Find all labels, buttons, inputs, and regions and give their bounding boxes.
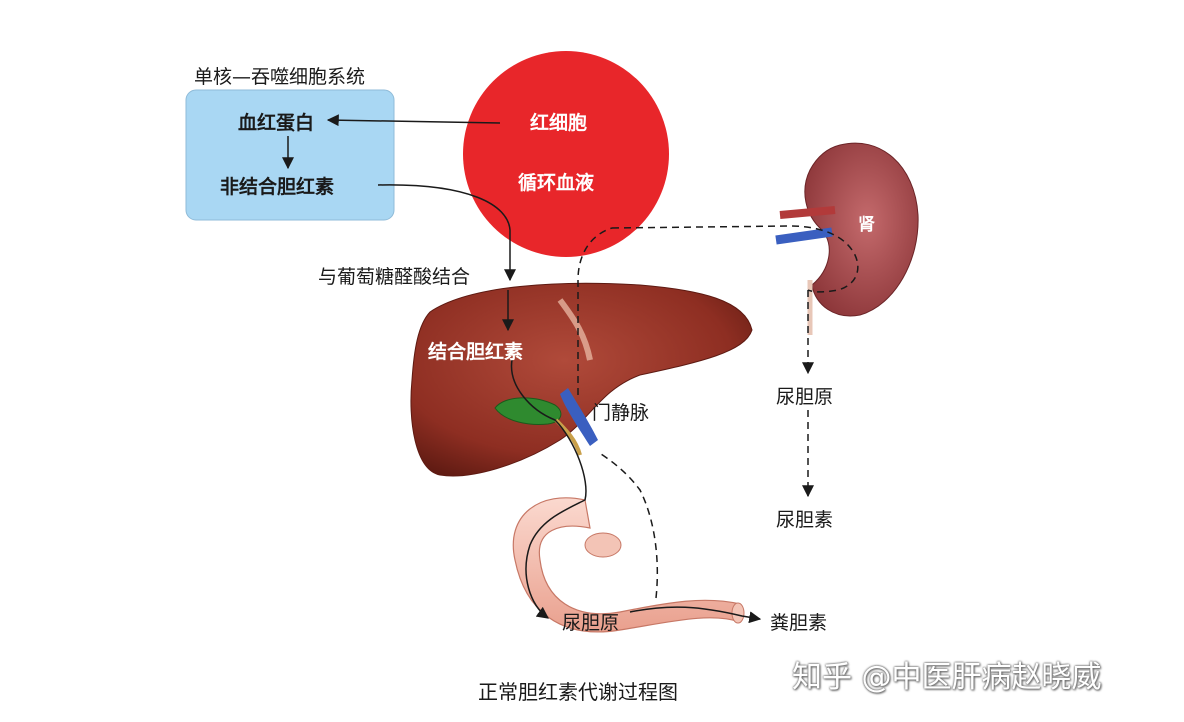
- arrow-rbc-to-hemoglobin: [326, 114, 501, 127]
- mps-title: 单核—吞噬细胞系统: [194, 66, 366, 88]
- blood-circle: [463, 51, 669, 257]
- liver-shape: [410, 282, 753, 477]
- gallbladder-shape: [494, 397, 562, 425]
- figure-caption: 正常胆红素代谢过程图: [478, 680, 678, 704]
- dashed-blood-to-kidney: [611, 225, 859, 293]
- circulation-label: 循环血液: [518, 172, 595, 194]
- watermark: 知乎 @中医肝病赵晓威: [792, 660, 1102, 695]
- mps-box: [185, 89, 395, 221]
- dashed-enterohepatic-return: [597, 451, 659, 599]
- portal-vein-label: 门静脉: [592, 402, 650, 424]
- dashed-portal-to-blood: [577, 227, 613, 395]
- arrow-unconj-to-liver: [377, 184, 516, 282]
- rbc-label: 红细胞: [530, 112, 588, 134]
- stercobilin-label: 粪胆素: [770, 612, 828, 634]
- arrow-bile-to-intestine: [510, 359, 587, 619]
- glucuronide-step-label: 与葡萄糖醛酸结合: [318, 266, 471, 288]
- kidney-shape: [804, 142, 919, 317]
- arrow-intestine-to-feces: [629, 606, 762, 624]
- intestine-shape: [512, 497, 741, 633]
- kidney-label: 肾: [858, 215, 875, 235]
- unconjugated-bilirubin-label: 非结合胆红素: [220, 176, 335, 198]
- conjugated-bilirubin-label: 结合胆红素: [428, 341, 524, 363]
- urobilin-label: 尿胆素: [776, 509, 834, 531]
- hemoglobin-label: 血红蛋白: [238, 112, 315, 134]
- kidney-urobilinogen-label: 尿胆原: [776, 386, 834, 408]
- intestine-urobilinogen-label: 尿胆原: [562, 612, 620, 634]
- portal-vein-shape: [560, 388, 598, 446]
